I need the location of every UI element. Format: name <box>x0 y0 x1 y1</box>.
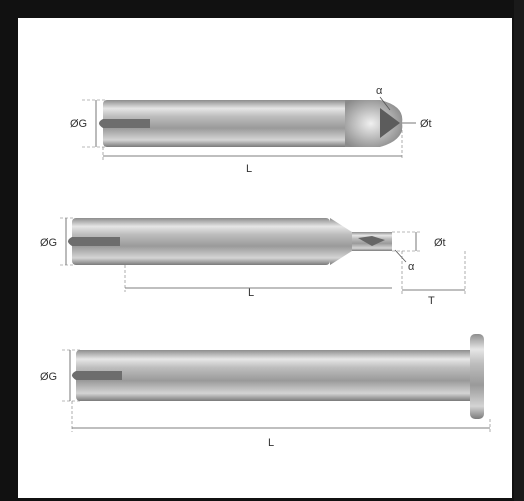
diameter-shank-label: ØG <box>40 237 57 249</box>
angle-leader <box>379 96 391 111</box>
flanged-tool-diagram: ØG L <box>40 334 491 449</box>
tool-shank <box>72 218 330 265</box>
angle-label: α <box>408 261 415 273</box>
flute-groove <box>68 237 120 246</box>
diameter-tip-label: Øt <box>434 237 446 249</box>
diameter-shank-label: ØG <box>70 118 87 130</box>
length-label: L <box>248 287 254 299</box>
length-label: L <box>268 437 274 449</box>
flute-groove <box>99 119 150 128</box>
cone-tip <box>380 108 400 138</box>
tool-flange <box>470 334 484 419</box>
tip-flute <box>358 236 385 246</box>
angle-leader <box>394 249 407 263</box>
taper-neck <box>330 218 352 265</box>
tool-shank <box>76 350 474 401</box>
flute-groove <box>72 371 122 380</box>
cone-head <box>345 100 403 147</box>
tip-length-label: T <box>428 295 435 307</box>
diameter-shank-label: ØG <box>40 371 57 383</box>
side-strip <box>514 0 524 501</box>
length-label: L <box>246 163 252 175</box>
chamfer-tool-diagram: ØG α Øt L <box>70 85 432 175</box>
tip-tool-diagram: ØG Øt α L T <box>40 217 466 307</box>
diameter-tip-label: Øt <box>420 118 432 130</box>
angle-label: α <box>376 85 383 97</box>
tool-shank <box>103 100 365 147</box>
